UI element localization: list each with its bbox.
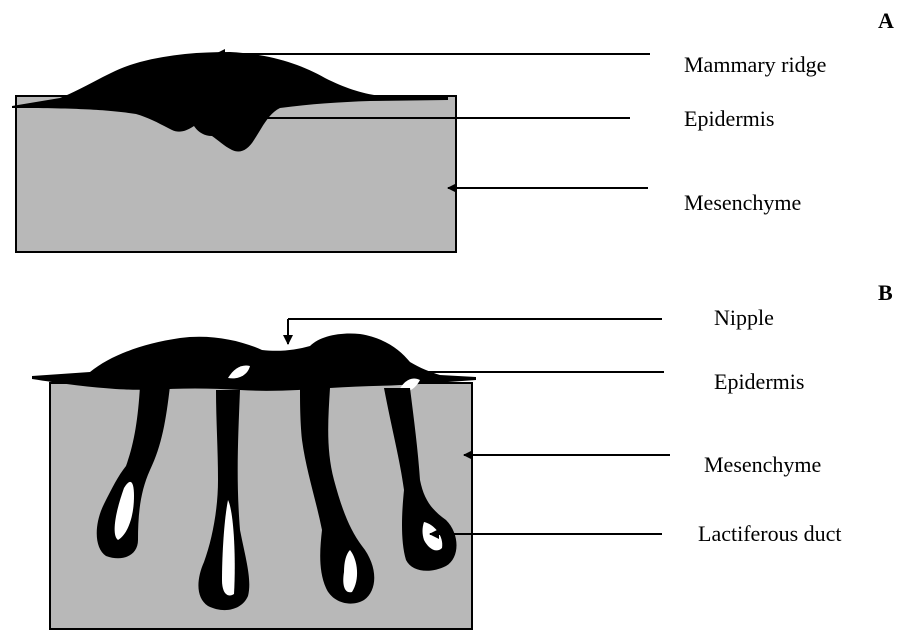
label-epidermis-a: Epidermis — [684, 106, 774, 131]
panel-a: A Mammary ridge Epidermis Mesenchyme — [12, 8, 894, 252]
label-mesenchyme-b: Mesenchyme — [704, 452, 821, 477]
label-lactiferous-duct: Lactiferous duct — [698, 521, 842, 546]
label-mesenchyme-a: Mesenchyme — [684, 190, 801, 215]
panel-b: B Nipple Epidermis — [32, 280, 893, 629]
panel-b-letter: B — [878, 280, 893, 305]
label-nipple: Nipple — [714, 305, 774, 330]
label-epidermis-b: Epidermis — [714, 369, 804, 394]
label-mammary-ridge: Mammary ridge — [684, 52, 826, 77]
panel-a-letter: A — [878, 8, 894, 33]
